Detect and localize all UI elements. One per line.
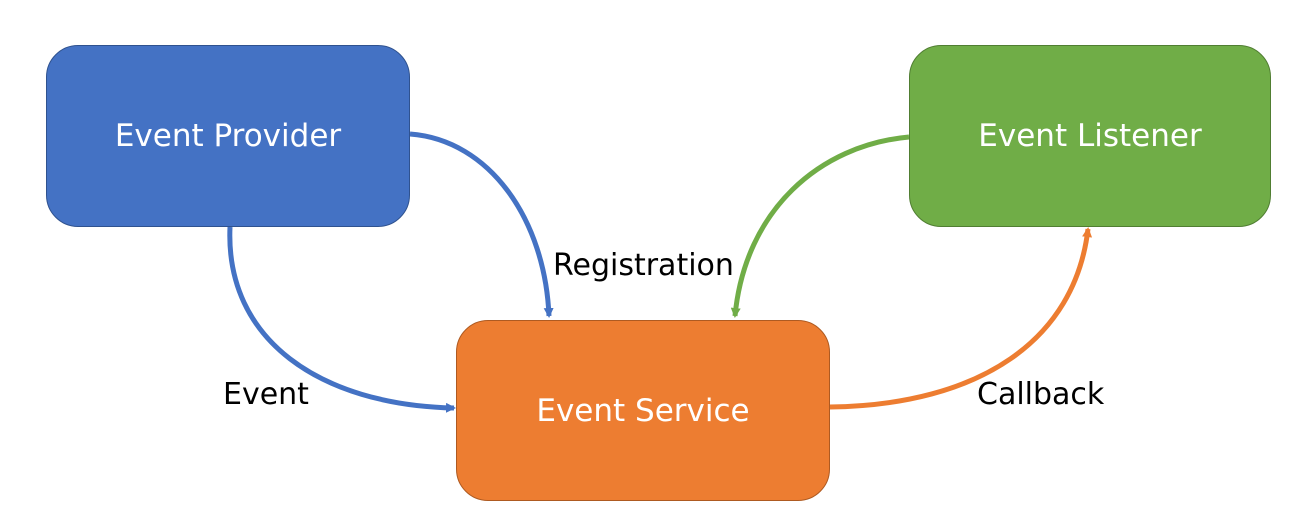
callback-label: Callback — [977, 377, 1105, 412]
event-listener-box: Event Listener — [909, 45, 1271, 227]
event-provider-box: Event Provider — [46, 45, 410, 227]
registration-arrow — [409, 131, 554, 318]
event-label: Event — [223, 377, 309, 412]
callback-arrow — [829, 227, 1093, 410]
event-arrow — [227, 226, 456, 413]
event-service-box: Event Service — [456, 320, 830, 501]
event-service-label: Event Service — [536, 392, 750, 429]
event-listener-label: Event Listener — [978, 118, 1202, 154]
registration-label: Registration — [553, 248, 734, 283]
event-provider-label: Event Provider — [114, 118, 342, 154]
listener-arrow — [730, 134, 910, 318]
